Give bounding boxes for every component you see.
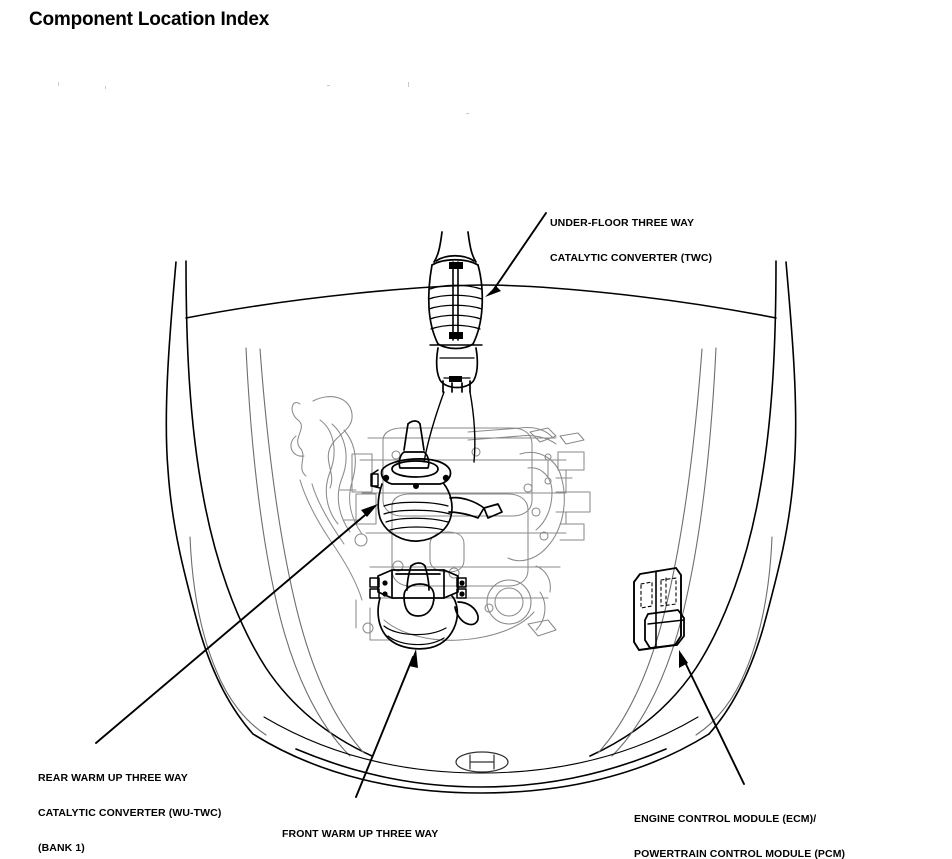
- scan-speck: [408, 82, 409, 87]
- callout-line: ENGINE CONTROL MODULE (ECM)/: [634, 812, 817, 825]
- page-title: Component Location Index: [29, 9, 270, 30]
- vehicle-body-outline: [165, 260, 797, 794]
- callout-line: CATALYTIC CONVERTER (TWC): [550, 251, 713, 264]
- scan-speck: [466, 113, 469, 114]
- engine-control-module-detail: [640, 577, 677, 609]
- scan-speck: [105, 86, 106, 89]
- callout-line: UNDER-FLOOR THREE WAY: [550, 216, 695, 229]
- scan-speck: [58, 82, 59, 86]
- callout-front-warm-up-three-way-catalytic-converter-bank-2: FRONT WARM UP THREE WAY CATALYTIC CONVER…: [282, 805, 465, 859]
- under-floor-catalytic-converter: [423, 231, 484, 463]
- callout-line: POWERTRAIN CONTROL MODULE (PCM): [634, 847, 846, 859]
- leader-lines: [95, 212, 745, 798]
- callout-line: FRONT WARM UP THREE WAY: [282, 827, 439, 840]
- front-warm-up-catalytic-converter: [369, 562, 479, 650]
- rear-warm-up-catalytic-converter: [370, 420, 503, 542]
- callout-line: (BANK 1): [38, 842, 85, 855]
- scan-speck: [327, 85, 330, 86]
- hood-crease-lines: [189, 347, 773, 757]
- callout-engine-control-module-powertrain-control-module: ENGINE CONTROL MODULE (ECM)/ POWERTRAIN …: [634, 790, 845, 859]
- engine-bay-detail: [290, 396, 591, 641]
- callout-rear-warm-up-three-way-catalytic-converter-bank-1: REAR WARM UP THREE WAY CATALYTIC CONVERT…: [38, 749, 221, 859]
- callout-underfloor-three-way-catalytic-converter: UNDER-FLOOR THREE WAY CATALYTIC CONVERTE…: [550, 194, 712, 288]
- hood-shutline: [263, 716, 699, 774]
- honda-h-emblem: [455, 751, 509, 773]
- callout-line: CATALYTIC CONVERTER (WU-TWC): [38, 806, 222, 819]
- engine-control-module: [633, 567, 685, 651]
- callout-line: REAR WARM UP THREE WAY: [38, 771, 188, 784]
